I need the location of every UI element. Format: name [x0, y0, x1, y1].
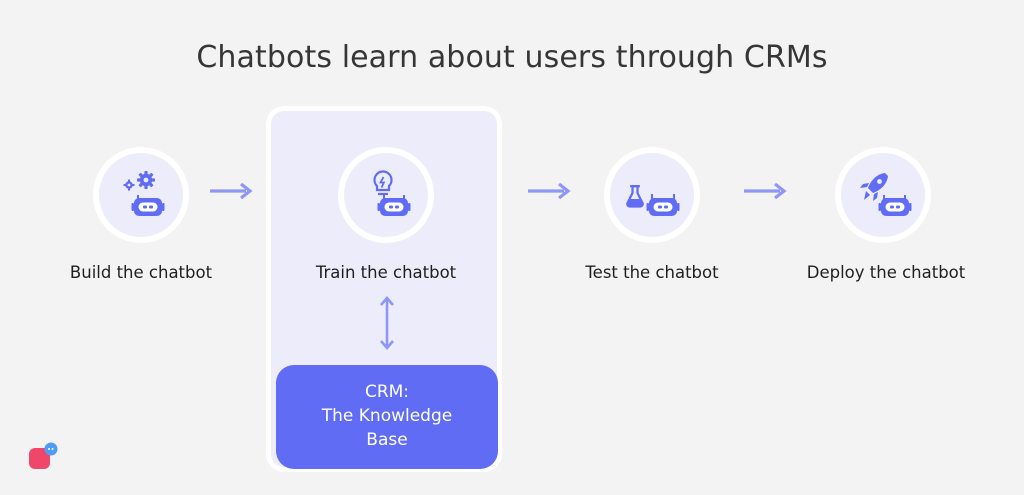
arrow-right-icon: [210, 182, 253, 200]
crm-line-2: The Knowledge: [321, 406, 453, 426]
test-step-circle: [604, 147, 700, 243]
arrow-right-icon: [528, 182, 571, 200]
flask-robot-icon: [626, 185, 680, 216]
brand-logo-icon: [29, 442, 58, 469]
train-step-circle: [338, 147, 434, 243]
crm-line-1: CRM:: [364, 382, 410, 402]
page-title: Chatbots learn about users through CRMs: [196, 40, 828, 75]
deploy-step-circle: [835, 147, 931, 243]
lightbulb-robot-icon: [373, 170, 411, 216]
deploy-step-label: Deploy the chatbot: [806, 263, 966, 282]
arrow-right-icon: [744, 182, 787, 200]
bidirectional-arrow-icon: [380, 296, 394, 350]
train-step-label: Train the chatbot: [315, 263, 457, 282]
gears-robot-icon: [123, 171, 165, 216]
test-step-label: Test the chatbot: [585, 263, 719, 282]
rocket-robot-icon: [860, 173, 912, 216]
build-step-label: Build the chatbot: [69, 263, 213, 282]
crm-line-3: Base: [366, 430, 408, 450]
build-step-circle: [93, 147, 189, 243]
crm-knowledge-base-box: CRM: The Knowledge Base: [276, 365, 498, 469]
